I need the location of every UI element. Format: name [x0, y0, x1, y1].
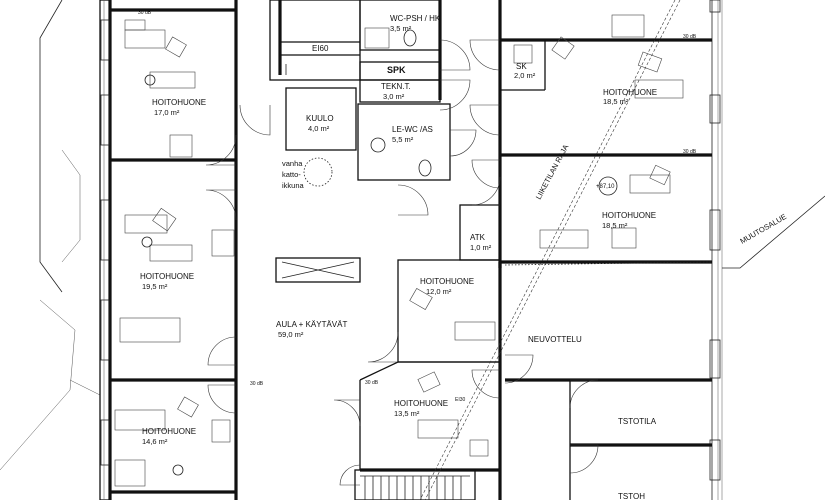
tstotila-label: TSTOTILA: [618, 417, 657, 426]
room-label-hoito-2: HOITOHUONE 19,5 m²: [140, 272, 194, 291]
room-name: HOITOHUONE: [603, 88, 657, 97]
room-name: WC-PSH / HK: [390, 14, 441, 23]
room-name: HOITOHUONE: [394, 399, 448, 408]
room-label-hoito-5: HOITOHUONE 18,5 m²: [602, 211, 656, 230]
room-name: HOITOHUONE: [602, 211, 656, 220]
room-label-le-wc: LE-WC /AS 5,5 m²: [392, 125, 433, 144]
doors: [205, 39, 599, 486]
room-area: 14,6 m²: [142, 437, 168, 446]
roof-window-line-3: ikkuna: [282, 181, 305, 190]
roof-window-line-1: vanha: [282, 159, 303, 168]
room-area: 13,5 m²: [394, 409, 420, 418]
room-label-tekn: TEKN.T. 3,0 m²: [381, 82, 411, 101]
room-area: 3,0 m²: [383, 92, 405, 101]
tstoh-label: TSTOH: [618, 492, 645, 500]
room-label-atk: ATK 1,0 m²: [470, 233, 492, 252]
db-marker: 30 dB: [683, 34, 697, 40]
room-name: HOITOHUONE: [140, 272, 194, 281]
room-name: HOITOHUONE: [142, 427, 196, 436]
spk-label: SPK: [387, 65, 406, 75]
room-label-hoito-3: HOITOHUONE 14,6 m²: [142, 427, 196, 446]
furniture: [114, 14, 684, 487]
room-area: 4,0 m²: [308, 124, 330, 133]
room-area: 17,0 m²: [154, 108, 180, 117]
room-area: 12,0 m²: [426, 287, 452, 296]
room-label-sk: SK 2,0 m²: [514, 62, 536, 80]
room-label-hoito-7: HOITOHUONE 13,5 m²: [394, 399, 448, 418]
muutosalue-label: MUUTOSALUE: [739, 212, 789, 246]
room-label-kuulo: KUULO 4,0 m²: [306, 114, 334, 133]
room-area: 3,5 m²: [390, 24, 412, 33]
room-area: 5,5 m²: [392, 135, 414, 144]
room-name: HOITOHUONE: [420, 277, 474, 286]
room-label-aula: AULA + KÄYTÄVÄT 59,0 m²: [276, 320, 347, 339]
db-marker: 30 dB: [365, 380, 379, 386]
room-name: HOITOHUONE: [152, 98, 206, 107]
room-name: SK: [516, 62, 527, 71]
room-label-hoito-1: HOITOHUONE 17,0 m²: [152, 98, 206, 117]
room-name: AULA + KÄYTÄVÄT: [276, 320, 347, 329]
room-name: TEKN.T.: [381, 82, 411, 91]
room-label-wc-psh: WC-PSH / HK 3,5 m²: [390, 14, 441, 33]
stairs: [360, 475, 470, 500]
room-name: KUULO: [306, 114, 334, 123]
room-area: 59,0 m²: [278, 330, 304, 339]
level-label: +87,10: [596, 184, 615, 190]
room-area: 18,5 m²: [603, 97, 629, 106]
aula-details: [275, 64, 361, 283]
room-area: 2,0 m²: [514, 71, 536, 80]
db-marker: 30 dB: [138, 10, 152, 16]
fire-rating-label: EI60: [312, 44, 329, 53]
room-area: 1,0 m²: [470, 243, 492, 252]
fire-marker: EI30: [455, 397, 466, 403]
room-area: 18,5 m²: [602, 221, 628, 230]
liiketila-boundary-label: LIIKETILAN RAJA: [534, 143, 571, 201]
room-name: ATK: [470, 233, 486, 242]
walls: [110, 0, 712, 500]
db-marker: 30 dB: [683, 149, 697, 155]
room-label-hoito-4: HOITOHUONE 18,5 m²: [603, 88, 657, 106]
db-marker: 30 dB: [250, 381, 264, 387]
room-name: LE-WC /AS: [392, 125, 433, 134]
roof-window-line-2: katto-: [282, 170, 301, 179]
boundary-lines: [419, 0, 713, 500]
room-area: 19,5 m²: [142, 282, 168, 291]
room-label-hoito-6: HOITOHUONE 12,0 m²: [420, 277, 474, 296]
neuvottelu-label: NEUVOTTELU: [528, 335, 582, 344]
